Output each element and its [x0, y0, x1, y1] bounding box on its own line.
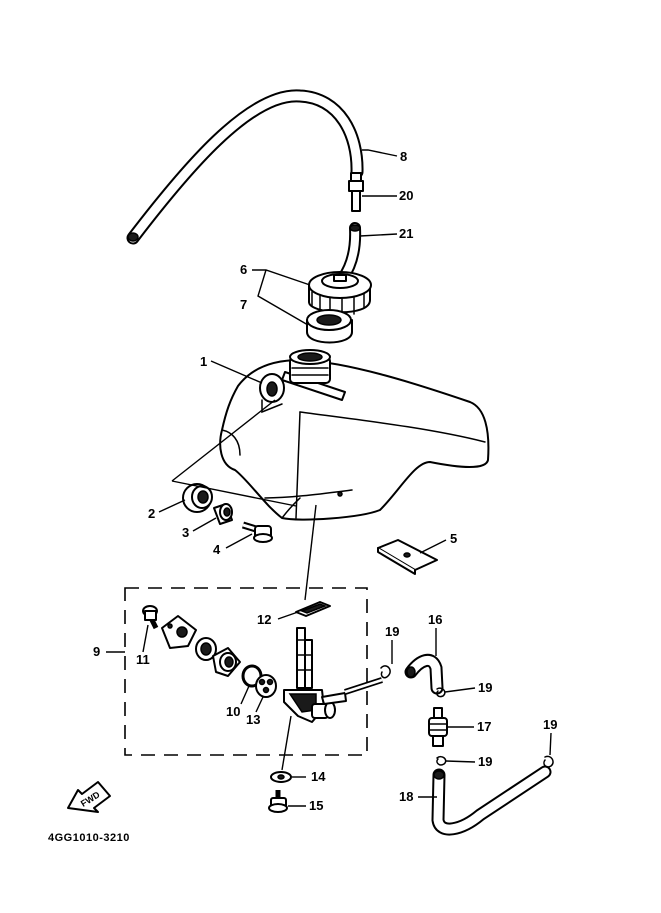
diagram-code: 4GG1010-3210: [48, 832, 130, 844]
part-19-hose-clip-c: [436, 755, 447, 766]
callout-18: 18: [399, 789, 413, 804]
part-8-breather-hose: [126, 89, 364, 245]
part-16-fuel-hose: [404, 653, 444, 695]
fuel-cock-lever-plate: [161, 615, 197, 649]
part-18-fuel-hose: [431, 765, 552, 836]
callout-1: 1: [200, 354, 207, 369]
part-4-bolt: [241, 521, 273, 543]
callout-19-b: 19: [478, 680, 492, 695]
part-17-fuel-filter: [428, 707, 448, 747]
callout-17: 17: [477, 719, 491, 734]
callout-15: 15: [309, 798, 323, 813]
part-12-gasket: [295, 601, 331, 617]
part-21-short-hose: [337, 222, 362, 284]
fuel-cock-body: [283, 627, 383, 723]
callout-16: 16: [428, 612, 442, 627]
callout-numbers: 1 2 3 4 5 6 7 8 9 10 11 12 13 14 15 16 1…: [93, 149, 557, 813]
callout-19-d: 19: [543, 717, 557, 732]
callout-12: 12: [257, 612, 271, 627]
part-11-screw: [142, 605, 159, 630]
callout-19-c: 19: [478, 754, 492, 769]
callout-4: 4: [213, 542, 221, 557]
part-3-collar: [213, 503, 233, 525]
callout-21: 21: [399, 226, 413, 241]
part-6-fuel-cap: [308, 271, 372, 317]
fuel-cock-assembly-group-box: [124, 587, 368, 756]
part-13-gasket: [255, 674, 277, 698]
part-15-drain-bolt: [268, 790, 288, 813]
callout-3: 3: [182, 525, 189, 540]
assembly-line: [304, 504, 317, 601]
forward-direction-arrow-icon: FWD: [67, 781, 111, 813]
part-5-damper-plate: [377, 539, 438, 575]
part-1-fuel-tank: [219, 349, 490, 521]
callout-13: 13: [246, 712, 260, 727]
part-14-washer: [270, 771, 292, 783]
fuel-cock-lever: [195, 637, 217, 661]
callout-11: 11: [136, 652, 150, 667]
callout-14: 14: [311, 769, 326, 784]
part-19-hose-clip-b: [436, 687, 446, 698]
part-7-cap-gasket: [306, 309, 353, 344]
part-19-hose-clip-a: [380, 665, 391, 679]
callout-20: 20: [399, 188, 413, 203]
part-20-hose-joint: [348, 172, 364, 212]
leader-lines: [106, 149, 552, 807]
callout-10: 10: [226, 704, 240, 719]
callout-6: 6: [240, 262, 247, 277]
callout-5: 5: [450, 531, 457, 546]
callout-8: 8: [400, 149, 407, 164]
callout-19-a: 19: [385, 624, 399, 639]
callout-9: 9: [93, 644, 100, 659]
part-2-damper: [182, 483, 213, 513]
callout-7: 7: [240, 297, 247, 312]
part-19-hose-clip-d: [543, 755, 554, 768]
callout-2: 2: [148, 506, 155, 521]
fuel-cock-lever-seat: [212, 647, 241, 677]
